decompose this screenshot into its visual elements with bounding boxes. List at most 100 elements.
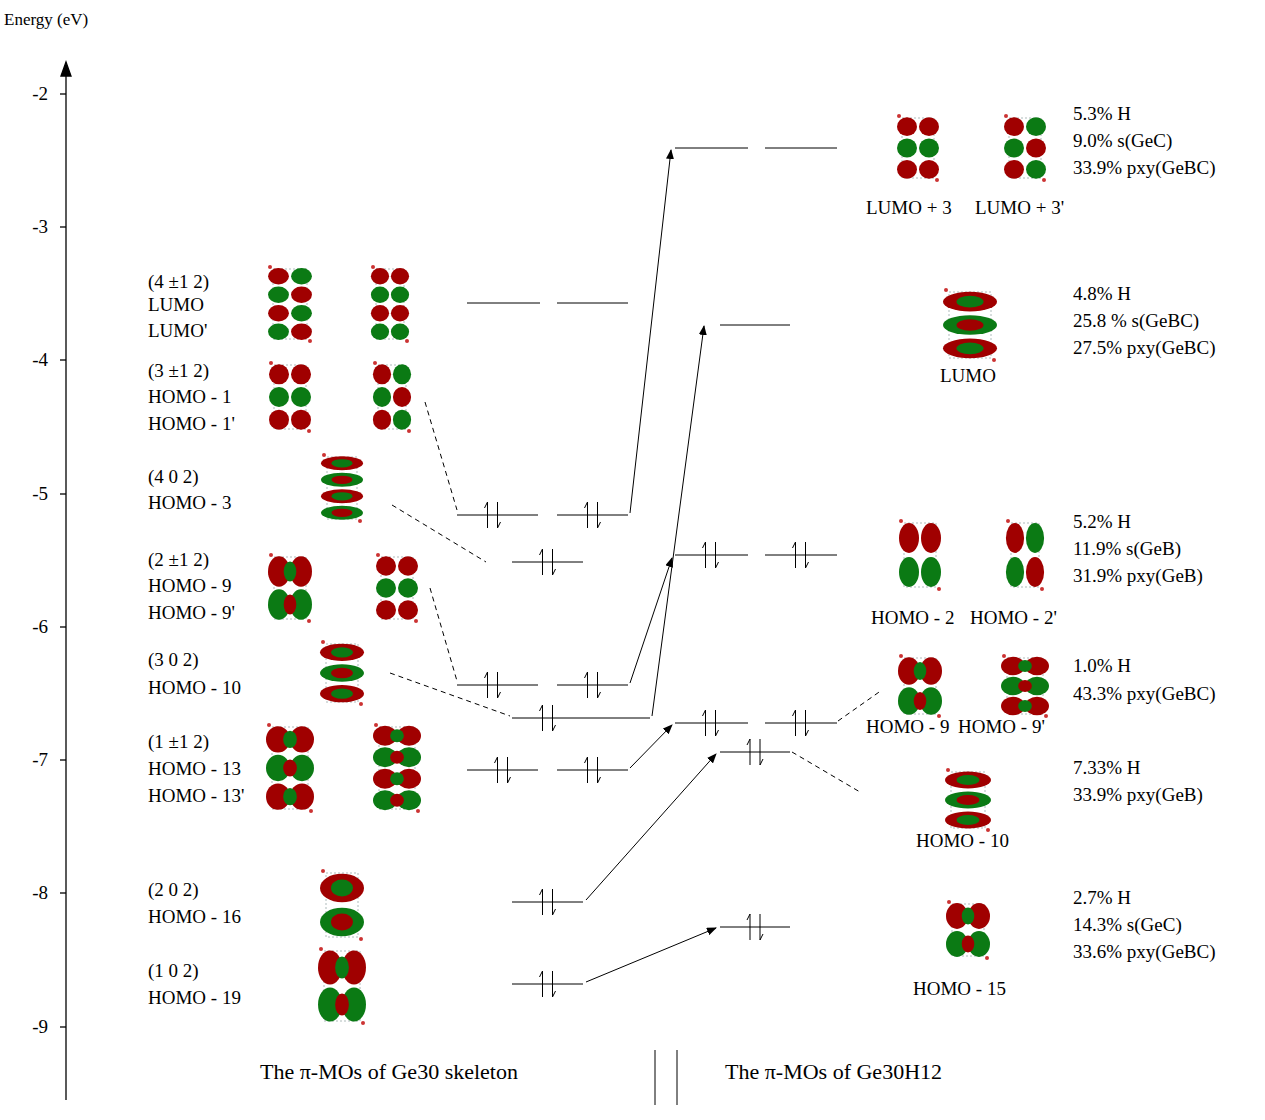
- orbital-lobe: [914, 662, 927, 680]
- energy-level: [512, 562, 583, 563]
- orbital-lobe: [945, 792, 991, 809]
- atom-dot: [321, 869, 325, 873]
- atom-dot: [405, 339, 409, 343]
- atom-dot: [937, 587, 941, 591]
- correlation-arrows: [586, 150, 716, 982]
- tick-label: -4: [32, 349, 48, 371]
- orbital-label: LUMO: [940, 365, 996, 387]
- orbital-lobe: [1026, 160, 1046, 179]
- atom-dot: [1040, 587, 1044, 591]
- energy-level: [720, 927, 790, 928]
- orbital-lobe: [943, 315, 997, 335]
- orbital-label: 5.3% H: [1073, 103, 1131, 125]
- orbital-lobe: [371, 305, 389, 321]
- orbital-lobe: [331, 689, 353, 699]
- orbital-label: HOMO - 13: [148, 758, 241, 780]
- orbital-label: 43.3% pxy(GeBC): [1073, 683, 1215, 705]
- orbital-label: (2 0 2): [148, 879, 199, 901]
- orbital-lobe: [398, 578, 418, 597]
- orbital-lobe: [283, 788, 297, 805]
- orbital-label: 1.0% H: [1073, 655, 1131, 677]
- orbital-label: HOMO - 2: [871, 607, 954, 629]
- orbital-lobe: [957, 815, 980, 825]
- electron-down: [498, 672, 501, 698]
- tick-label: -8: [32, 882, 48, 904]
- orbital-lobe: [373, 364, 391, 384]
- orbital-lobe: [390, 794, 404, 807]
- atom-dot: [373, 361, 377, 365]
- electron-down: [498, 502, 501, 528]
- orbital-lobe: [376, 578, 396, 597]
- orbital-lobe: [897, 117, 917, 136]
- atom-dot: [1006, 519, 1010, 523]
- orbital-lobe: [320, 685, 364, 702]
- energy-level: [512, 984, 583, 985]
- orbital-lobe: [373, 387, 391, 407]
- orbital-lobe: [391, 305, 409, 321]
- electron-up: [485, 502, 488, 528]
- orbital-lobe: [371, 287, 389, 303]
- energy-level: [675, 148, 748, 149]
- tick-label: -3: [32, 216, 48, 238]
- orbital-lobe: [335, 956, 349, 978]
- orbital-pictures: [266, 114, 1049, 1025]
- tick-label: -2: [32, 83, 48, 105]
- electron-up: [540, 971, 543, 997]
- atom-dot: [985, 956, 989, 960]
- orbital-lobe: [393, 387, 411, 407]
- atom-dot: [416, 809, 420, 813]
- atom-dot: [414, 619, 418, 623]
- atom-dot: [307, 429, 311, 433]
- orbital-label: LUMO + 3': [975, 197, 1064, 219]
- electron-down: [598, 502, 601, 528]
- orbital-label: LUMO + 3: [866, 197, 952, 219]
- orbital-lobe: [390, 751, 404, 764]
- orbital-lobe: [1004, 117, 1024, 136]
- orbital-label: HOMO - 9': [958, 716, 1045, 738]
- orbital-label: HOMO - 19: [148, 987, 241, 1009]
- orbital-label: HOMO - 10: [148, 677, 241, 699]
- orbital-lobe: [919, 160, 939, 179]
- orbital-lobe: [393, 410, 411, 430]
- electron-up: [793, 542, 796, 568]
- energy-level: [467, 770, 538, 771]
- orbital-lobe: [897, 139, 917, 158]
- orbital-lobe: [1018, 660, 1032, 672]
- orbital-lobe: [320, 874, 364, 903]
- orbital-label: HOMO - 9': [148, 602, 235, 624]
- electron-down: [598, 757, 601, 783]
- orbital-lobe: [391, 268, 409, 284]
- orbital-label: (4 0 2): [148, 466, 199, 488]
- electron-up: [793, 710, 796, 736]
- orbital-lobe: [284, 595, 297, 615]
- orbital-label: 11.9% s(GeB): [1073, 538, 1181, 560]
- electron-down: [553, 889, 556, 915]
- orbital-label: 25.8 % s(GeBC): [1073, 310, 1199, 332]
- orbital-lobe: [945, 812, 991, 829]
- atom-dot: [376, 553, 380, 557]
- orbital-lobe: [331, 914, 353, 931]
- electron-up: [585, 672, 588, 698]
- orbital-lobe: [1026, 117, 1046, 136]
- orbital-lobe: [957, 296, 984, 308]
- orbital-lobe: [269, 410, 289, 430]
- orbital-lobe: [268, 324, 289, 340]
- orbital-lobe: [332, 459, 353, 467]
- electron-up: [703, 710, 706, 736]
- orbital-label: (3 ±1 2): [148, 360, 209, 382]
- atom-dot: [1002, 654, 1006, 658]
- atom-dot: [319, 947, 323, 951]
- atom-dot: [308, 339, 312, 343]
- atom-dot: [269, 553, 273, 557]
- atom-dot: [309, 809, 313, 813]
- atom-dot: [321, 640, 325, 644]
- orbital-lobe: [269, 387, 289, 407]
- orbital-lobe: [320, 908, 364, 937]
- section-divider: [655, 1050, 677, 1105]
- atom-dot: [307, 619, 311, 623]
- orbital-label: 31.9% pxy(GeB): [1073, 565, 1203, 587]
- orbital-label: 4.8% H: [1073, 283, 1131, 305]
- orbital-lobe: [373, 410, 391, 430]
- orbital-label: 7.33% H: [1073, 757, 1141, 779]
- atom-dot: [269, 361, 273, 365]
